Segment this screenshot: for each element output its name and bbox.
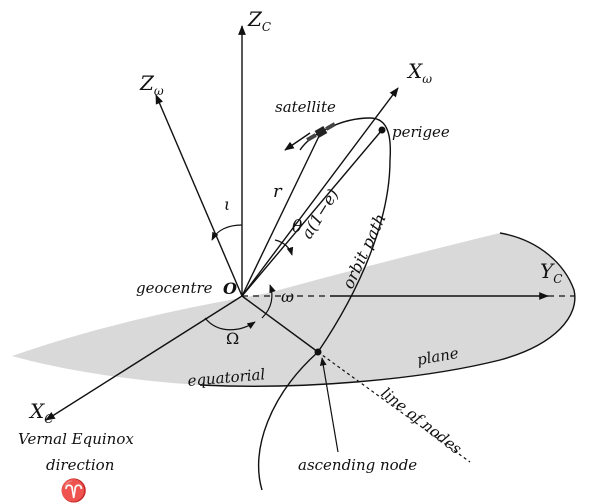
- satellite-icon: [306, 122, 336, 142]
- satellite-label: satellite: [275, 98, 336, 116]
- line-of-nodes-label: line of nodes: [378, 384, 466, 458]
- x-c-axis: [45, 295, 243, 421]
- orbit-path-curve: [258, 117, 392, 491]
- x-omega-axis: [241, 87, 399, 297]
- perigee-point: [378, 126, 386, 134]
- z-omega-label: Zω: [139, 71, 164, 98]
- origin-label: O: [223, 279, 237, 298]
- equatorial-plane: [12, 233, 575, 387]
- node-line: [241, 295, 319, 353]
- velocity-arrow: [284, 132, 311, 151]
- omega-small-label: ω: [281, 287, 294, 306]
- ascending-node-pointer: [319, 357, 339, 453]
- y-c-label: YC: [540, 259, 562, 286]
- plane-rim: [199, 232, 576, 387]
- iota-label: ι: [224, 195, 230, 214]
- omega-small-arc: [261, 284, 276, 319]
- x-c-label: XC: [28, 399, 53, 426]
- r-label: r: [273, 181, 283, 202]
- z-omega-axis: [155, 94, 243, 297]
- omega-big-label: Ω: [226, 329, 239, 348]
- ascending-node-point: [314, 348, 322, 356]
- vernal-direction-label: direction: [46, 456, 114, 474]
- x-omega-label: Xω: [406, 59, 432, 86]
- theta-arc: [274, 239, 294, 256]
- omega-big-arc: [204, 317, 256, 331]
- perigee-label: perigee: [392, 123, 450, 141]
- line-of-nodes: [317, 351, 471, 463]
- perigee-vector: [241, 129, 383, 297]
- iota-arc: [211, 224, 243, 241]
- aries-symbol: ♈: [60, 478, 87, 504]
- z-c-label: ZC: [247, 7, 271, 34]
- vernal-equinox-label: Vernal Equinox: [18, 430, 134, 448]
- geocentre-label: geocentre: [136, 279, 213, 297]
- r-vector: [241, 131, 322, 297]
- ascending-node-label: ascending node: [298, 456, 417, 474]
- theta-label: θ: [292, 217, 302, 237]
